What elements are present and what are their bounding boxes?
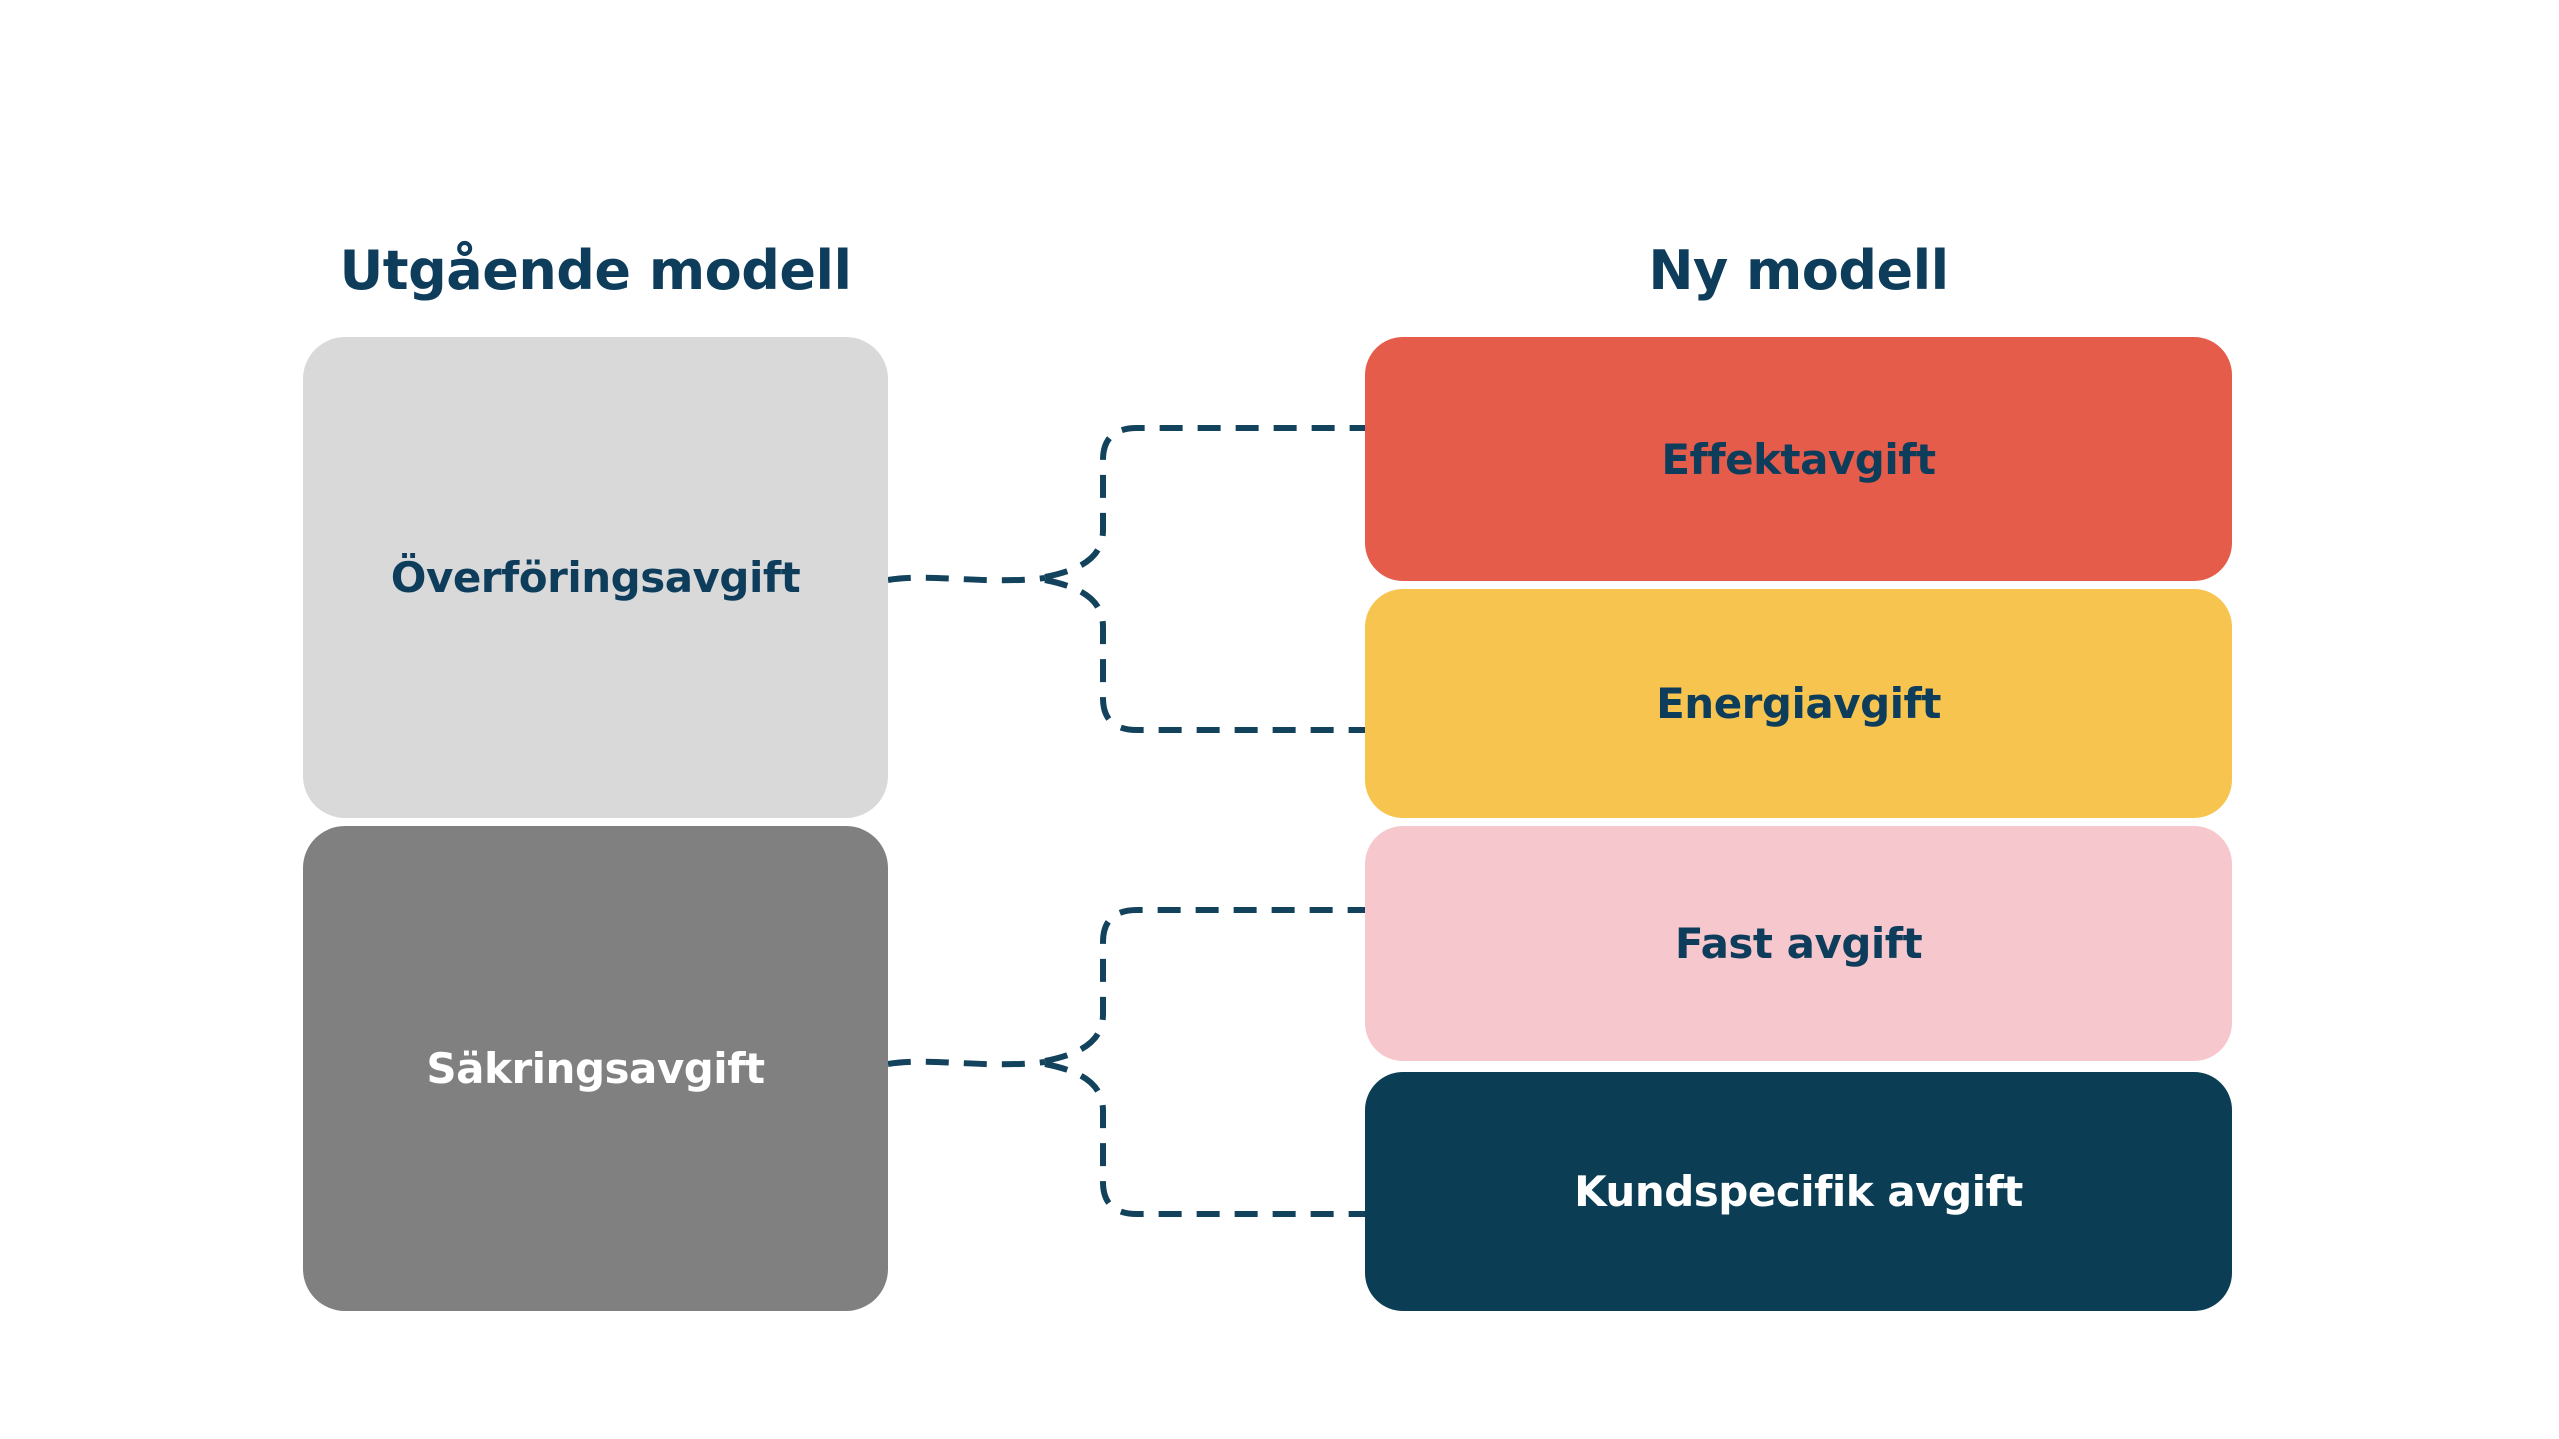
node-sakringsavgift: Säkringsavgift [303, 826, 888, 1311]
connector-overforingsavgift [887, 425, 1365, 733]
node-energiavgift: Energiavgift [1365, 589, 2232, 818]
node-kundspecifik-avgift: Kundspecifik avgift [1365, 1072, 2232, 1311]
connector-branch-lower [1044, 1061, 1365, 1217]
new-model-heading: Ny modell [1648, 239, 1949, 302]
connector-stem [887, 574, 1046, 584]
node-effektavgift: Effektavgift [1365, 337, 2232, 581]
connector-branch-lower [1044, 577, 1365, 733]
connector-stem [887, 1058, 1046, 1068]
old-model-heading: Utgående modell [339, 239, 852, 302]
connector-sakringsavgift [887, 907, 1365, 1217]
node-fast-avgift: Fast avgift [1365, 826, 2232, 1061]
node-overforingsavgift: Överföringsavgift [303, 337, 888, 818]
connector-branch-upper [1044, 907, 1365, 1064]
connector-branch-upper [1044, 425, 1365, 580]
